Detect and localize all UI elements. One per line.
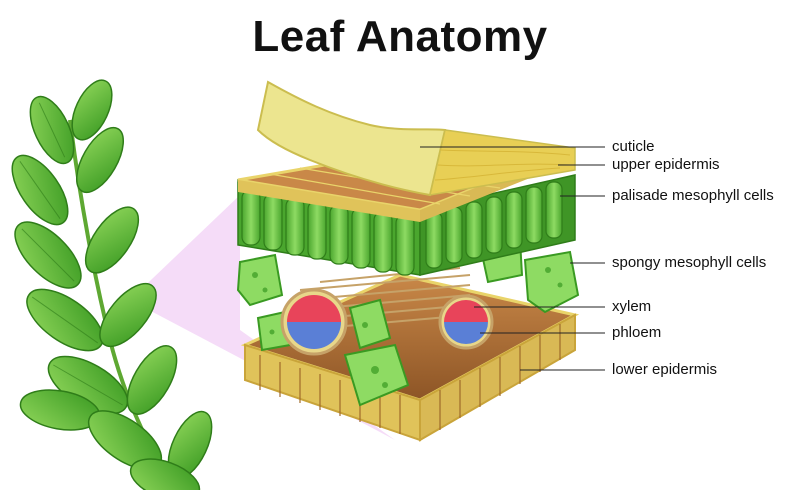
palisade-mesophyll-layer <box>237 174 576 276</box>
label-lower-epidermis: lower epidermis <box>612 361 718 378</box>
label-upper-epidermis: upper epidermis <box>612 156 720 173</box>
branch-leaves <box>11 79 213 490</box>
label-palisade-mesophyll: palisade mesophyll cells <box>612 187 774 204</box>
zoom-wedge <box>130 195 395 440</box>
leader-lines <box>420 146 605 371</box>
leaf-branch-illustration <box>11 79 213 490</box>
diagram-title: Leaf Anatomy <box>252 12 548 61</box>
lower-epidermis-layer <box>240 273 580 442</box>
label-phloem: phloem <box>612 324 662 341</box>
vascular-bundle-right <box>438 294 494 350</box>
label-spongy-mesophyll: spongy mesophyll cells <box>612 254 767 271</box>
label-xylem: xylem <box>612 298 652 315</box>
label-cuticle: cuticle <box>612 138 655 155</box>
cuticle-layer <box>256 80 576 197</box>
vascular-bundle-left <box>280 288 348 356</box>
